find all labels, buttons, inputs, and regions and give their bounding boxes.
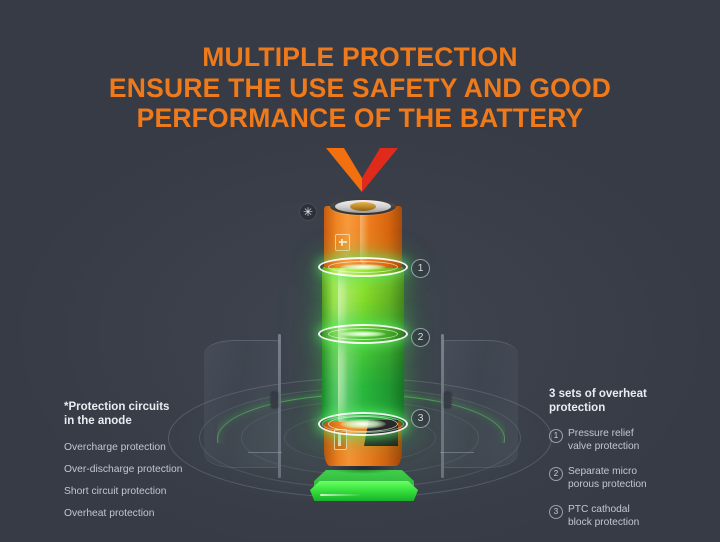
ring-2-core	[340, 331, 386, 337]
battery-orange-cap	[324, 206, 402, 268]
terminal-nub	[350, 202, 376, 211]
right-panel-title-line-1: 3 sets of overheat	[549, 388, 647, 400]
left-panel-title: *Protection circuits in the anode	[64, 400, 254, 428]
right-panel-item-number: 1	[549, 429, 563, 443]
right-panel-title: 3 sets of overheat protection	[549, 387, 709, 415]
protection-ring-1	[318, 257, 408, 277]
left-panel-item: Overcharge protection	[64, 442, 166, 453]
battery-green-body	[322, 266, 404, 426]
protection-ring-3	[318, 412, 408, 436]
ring-2-mid	[328, 328, 398, 340]
ring-1-outer	[318, 257, 408, 277]
glass-clip-left	[271, 392, 278, 408]
protection-ring-2	[318, 324, 408, 344]
ring-3-mid	[328, 416, 398, 432]
ring-1-core	[340, 264, 386, 270]
left-panel-title-line-2: in the anode	[64, 415, 132, 427]
glowing-platform	[308, 470, 420, 504]
asterisk-marker: ✳	[299, 203, 317, 221]
right-info-panel: 3 sets of overheat protection 1 Pressure…	[549, 387, 709, 542]
battery-positive-icon	[335, 234, 350, 251]
right-panel-item-line-2: valve protection	[568, 440, 640, 452]
glass-clip-right	[444, 392, 451, 408]
right-panel-item-text: Separate micro porous protection	[568, 466, 647, 491]
right-panel-title-line-2: protection	[549, 402, 606, 414]
right-panel-item-line-1: Separate micro	[568, 466, 638, 477]
chevron-down-icon	[326, 148, 398, 192]
cap-sheen	[359, 210, 369, 264]
right-panel-item-line-1: Pressure relief	[568, 428, 634, 439]
platform-shine	[320, 494, 362, 496]
right-panel-item-text: Pressure relief valve protection	[568, 428, 639, 453]
glass-pane-left	[204, 340, 280, 468]
callout-marker-3: 3	[411, 409, 430, 428]
right-panel-item: 3 PTC cathodal block protection	[549, 504, 709, 529]
ring-1-mid	[328, 261, 398, 273]
callout-marker-1: 1	[411, 259, 430, 278]
right-panel-item-line-2: block protection	[568, 516, 640, 528]
page-title: MULTIPLE PROTECTION ENSURE THE USE SAFET…	[0, 42, 720, 134]
ring-3-core	[340, 419, 386, 429]
left-panel-item: Overheat protection	[64, 508, 155, 519]
ring-3-outer	[318, 412, 408, 436]
right-panel-item-number: 2	[549, 467, 563, 481]
right-panel-item: 2 Separate micro porous protection	[549, 466, 709, 491]
glass-tick-right	[440, 452, 474, 453]
left-panel-item: Over-discharge protection	[64, 464, 183, 475]
left-panel-title-line-1: *Protection circuits	[64, 401, 170, 413]
right-panel-item: 1 Pressure relief valve protection	[549, 428, 709, 453]
callout-marker-2: 2	[411, 328, 430, 347]
battery-illustration	[318, 196, 408, 474]
battery-body-highlight	[338, 268, 348, 424]
right-panel-item-text: PTC cathodal block protection	[568, 504, 639, 529]
headline-line-3: PERFORMANCE OF THE BATTERY	[136, 103, 584, 133]
right-panel-item-line-1: PTC cathodal	[568, 504, 630, 515]
battery-positive-terminal	[330, 198, 396, 215]
headline-line-1: MULTIPLE PROTECTION	[202, 42, 518, 72]
right-panel-item-line-2: porous protection	[568, 478, 647, 490]
left-panel-item: Short circuit protection	[64, 486, 167, 497]
glass-pane-right	[442, 340, 518, 468]
glass-edge-left	[278, 334, 281, 478]
headline-line-2: ENSURE THE USE SAFETY AND GOOD	[108, 72, 612, 103]
glass-edge-right	[441, 334, 444, 478]
left-info-panel: *Protection circuits in the anode Overch…	[64, 400, 254, 529]
glass-tick-left	[248, 452, 282, 453]
glass-shield-left	[204, 334, 281, 478]
glass-shield-right	[441, 334, 518, 478]
platform-face	[310, 481, 418, 501]
right-panel-item-number: 3	[549, 505, 563, 519]
ring-2-outer	[318, 324, 408, 344]
